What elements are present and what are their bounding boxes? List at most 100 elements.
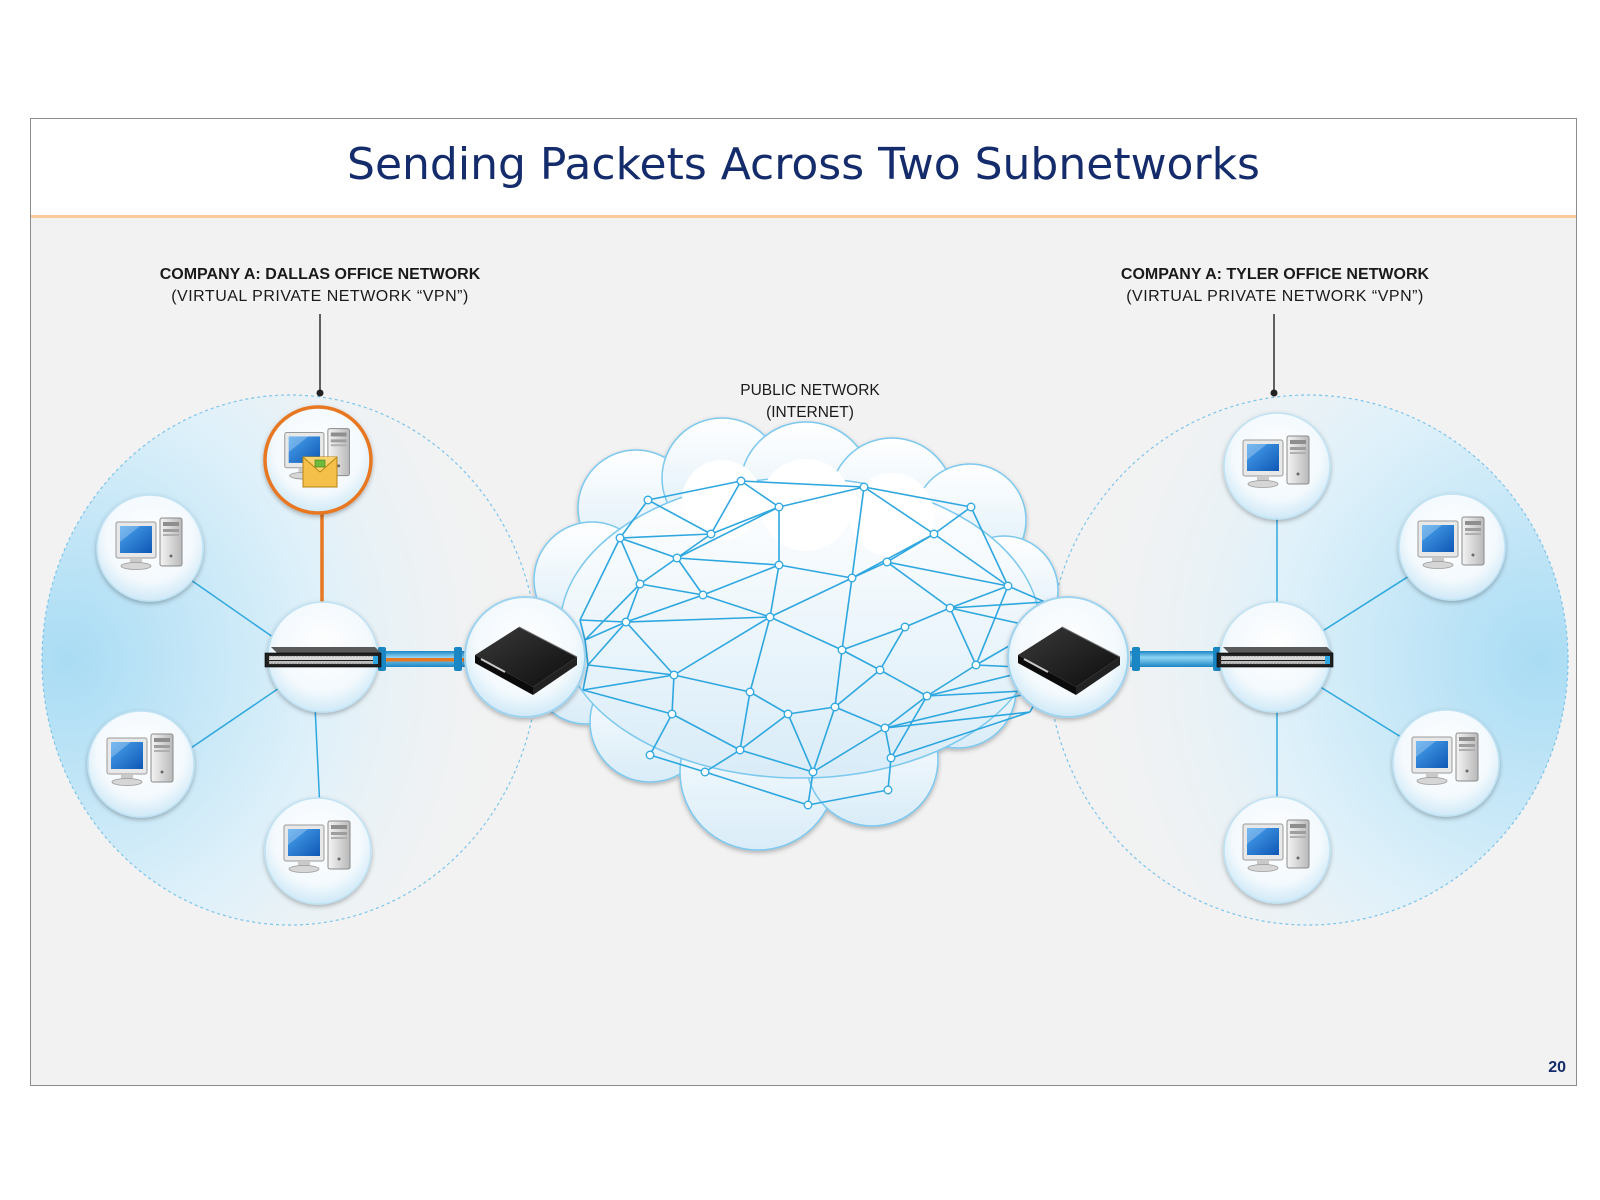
dallas-computer-3[interactable] (264, 797, 372, 905)
mesh-link (884, 695, 928, 729)
mesh-link (649, 713, 673, 756)
tyler-computer-3[interactable] (1392, 709, 1500, 817)
dallas-network-subtitle: (VIRTUAL PRIVATE NETWORK “VPN”) (171, 288, 469, 305)
mesh-node (700, 767, 710, 777)
tyler-network-name: COMPANY A: TYLER OFFICE NETWORK (1120, 266, 1430, 283)
internet-cloud-icon (531, 417, 1059, 851)
mesh-node (621, 617, 631, 627)
mesh-link (625, 616, 771, 623)
mesh-link (769, 577, 853, 618)
mesh-link (710, 506, 780, 535)
mesh-link (970, 506, 1009, 587)
mesh-node (765, 612, 775, 622)
mesh-link (890, 695, 928, 759)
mesh-link (702, 564, 780, 596)
tyler-computer-1[interactable] (1223, 412, 1331, 520)
mesh-link (949, 585, 1009, 609)
tyler-network-subtitle: (VIRTUAL PRIVATE NETWORK “VPN”) (1126, 288, 1424, 305)
mesh-link (807, 789, 889, 806)
tyler-network-label: COMPANY A: TYLER OFFICE NETWORK (VIRTUAL… (1095, 266, 1455, 306)
mesh-link (834, 706, 886, 729)
mesh-node (882, 557, 892, 567)
mesh-link (587, 621, 627, 666)
mesh-link (904, 607, 951, 628)
page-number: 20 (1548, 1059, 1566, 1076)
mesh-link (834, 649, 843, 708)
tyler-switch[interactable] (1216, 601, 1334, 713)
dallas-uplink (370, 647, 470, 671)
mesh-link (749, 616, 771, 693)
mesh-link (1007, 585, 1046, 603)
mesh-link (879, 669, 928, 697)
mesh-link (671, 674, 675, 715)
mesh-link (884, 689, 1043, 729)
mesh-link (739, 691, 751, 751)
mesh-link (879, 626, 906, 671)
mesh-node (900, 622, 910, 632)
mesh-node (783, 709, 793, 719)
mesh-link (619, 537, 641, 585)
mesh-link (579, 619, 586, 641)
dallas-router[interactable] (464, 596, 586, 718)
dallas-network-label: COMPANY A: DALLAS OFFICE NETWORK (VIRTUA… (140, 266, 500, 306)
mesh-node (745, 687, 755, 697)
dallas-switch[interactable] (264, 601, 382, 713)
mesh-link (926, 664, 977, 697)
dallas-computer-1[interactable] (96, 494, 204, 602)
mesh-link (841, 649, 881, 671)
mesh-node (803, 800, 813, 810)
mesh-link (676, 506, 780, 559)
mesh-link (787, 713, 814, 773)
mesh-link (582, 674, 675, 691)
mesh-node (774, 560, 784, 570)
mesh-node (875, 665, 885, 675)
mesh-link (582, 664, 589, 691)
mesh-node (774, 502, 784, 512)
mesh-link (673, 674, 751, 693)
title-bar: Sending Packets Across Two Subnetworks (31, 119, 1576, 218)
tyler-computer-4[interactable] (1223, 796, 1331, 904)
dallas-packet-computer[interactable] (263, 405, 373, 515)
mesh-link (639, 557, 678, 585)
mesh-link (812, 706, 836, 773)
mesh-node (672, 553, 682, 563)
mesh-link (834, 669, 881, 708)
mesh-link (625, 621, 675, 676)
mesh-node (971, 660, 981, 670)
mesh-link (841, 626, 906, 651)
tyler-computer-2[interactable] (1398, 493, 1506, 601)
mesh-link (949, 607, 977, 666)
mesh-link (702, 594, 771, 618)
mesh-link (582, 689, 673, 715)
mesh-link (740, 480, 780, 508)
mesh-link (933, 506, 972, 535)
mesh-link (676, 557, 704, 596)
mesh-link (890, 711, 1031, 759)
mesh-node (643, 495, 653, 505)
mesh-link (739, 713, 789, 751)
mesh-node (669, 670, 679, 680)
mesh-node (615, 533, 625, 543)
mesh-node (735, 745, 745, 755)
mesh-link (619, 533, 712, 539)
mesh-node (808, 767, 818, 777)
mesh-link (863, 486, 972, 508)
mesh-node (859, 482, 869, 492)
dallas-computer-2[interactable] (87, 710, 195, 818)
mesh-node (945, 603, 955, 613)
mesh-link (584, 621, 627, 641)
mesh-link (619, 537, 678, 559)
mesh-link (710, 480, 742, 535)
tyler-router[interactable] (1007, 596, 1129, 718)
mesh-link (975, 585, 1009, 666)
mesh-link (886, 561, 951, 609)
network-switch-icon (264, 646, 382, 668)
mesh-link (647, 499, 712, 535)
mesh-link (778, 564, 853, 579)
mesh-link (884, 711, 1031, 729)
mesh-link (841, 577, 853, 651)
dallas-network-name: COMPANY A: DALLAS OFFICE NETWORK (159, 266, 481, 283)
mesh-link (886, 561, 1009, 587)
mesh-link (625, 583, 641, 623)
mesh-link (812, 727, 886, 773)
